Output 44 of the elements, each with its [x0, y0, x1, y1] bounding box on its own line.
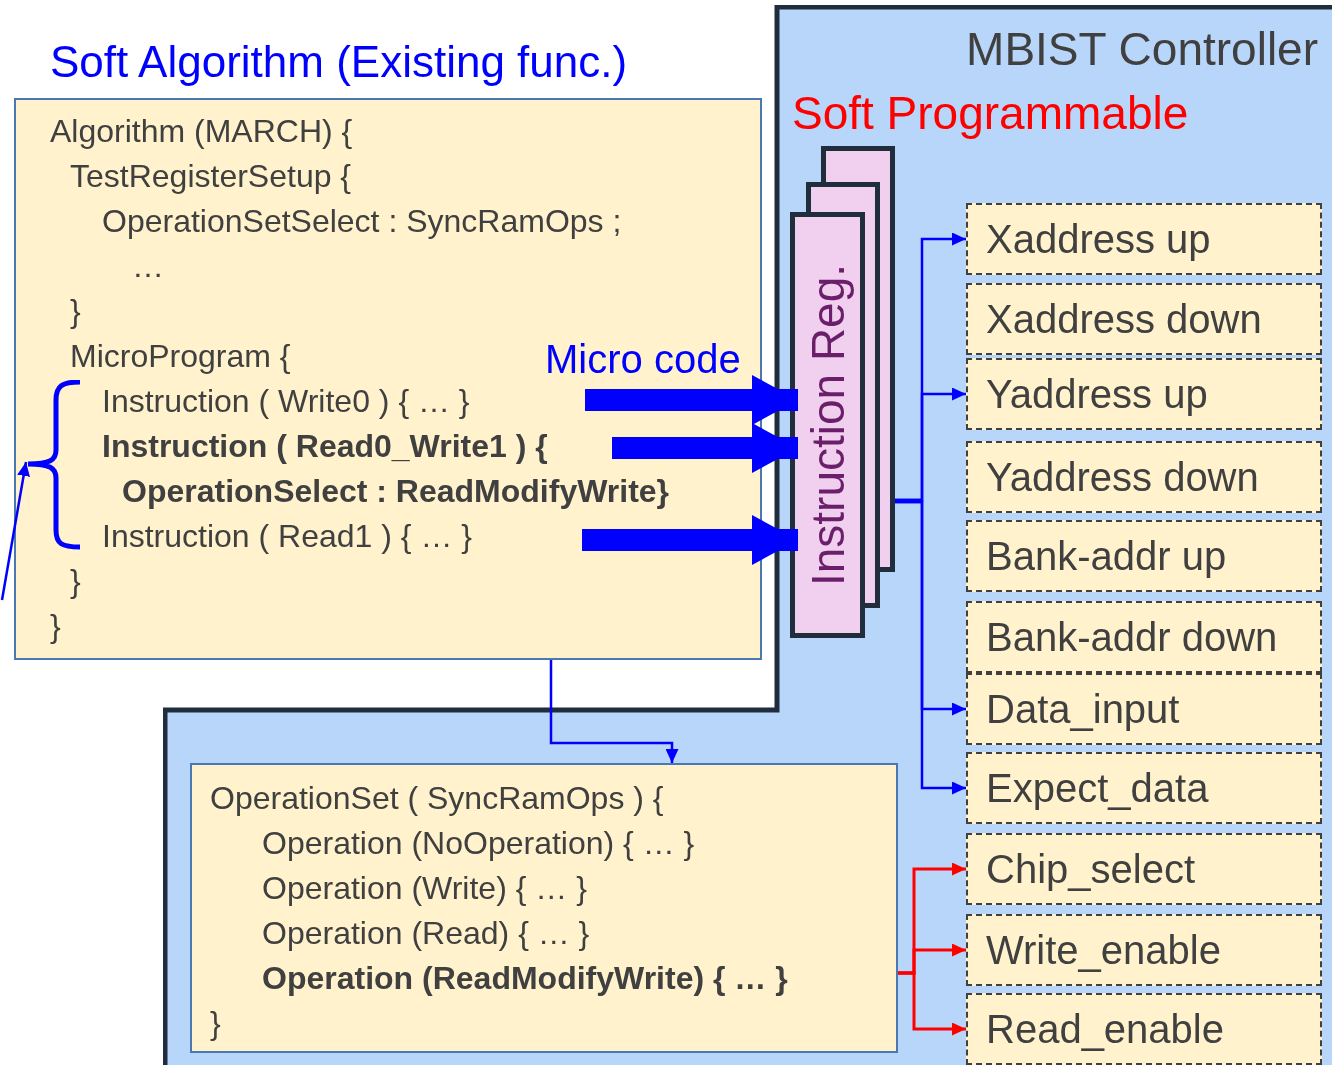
code-line: }: [70, 292, 81, 330]
arrow-caption: Micro code: [545, 336, 741, 382]
signal-box: Xaddress up: [966, 203, 1322, 275]
code-line: Operation (NoOperation) { … }: [262, 824, 695, 862]
code-line: Operation (Write) { … }: [262, 869, 587, 907]
code-line: …: [132, 247, 164, 285]
code-line: OperationSelect : ReadModifyWrite}: [122, 472, 670, 510]
arrow: [895, 500, 966, 795]
signal-box: Read_enable: [966, 993, 1322, 1065]
code-panel: [190, 763, 898, 1053]
code-line: Operation (ReadModifyWrite) { … }: [262, 959, 788, 997]
signal-box: Data_input: [966, 673, 1322, 745]
register-stack-drawing: [790, 146, 895, 638]
signal-box: Bank-addr down: [966, 601, 1322, 673]
code-line: Instruction ( Write0 ) { … }: [102, 382, 470, 420]
code-line: Instruction ( Read0_Write1 ) {: [102, 427, 548, 465]
signal-box: Yaddress down: [966, 441, 1322, 513]
arrow: [549, 660, 679, 763]
code-line: }: [50, 607, 61, 645]
arrow: [895, 387, 966, 502]
signal-box: Yaddress up: [966, 358, 1322, 430]
thick-arrow: [582, 515, 798, 565]
register-label: Instruction Reg.: [800, 263, 855, 587]
code-line: Instruction ( Read1 ) { … }: [102, 517, 472, 555]
signal-box: Xaddress down: [966, 283, 1322, 355]
thick-arrow: [585, 375, 798, 425]
code-line: }: [210, 1004, 221, 1042]
code-line: Algorithm (MARCH) {: [50, 112, 353, 150]
region-subtitle: Soft Programmable: [792, 87, 1189, 139]
panel-heading: Soft Algorithm (Existing func.): [50, 36, 628, 88]
signal-box: Chip_select: [966, 833, 1322, 905]
code-line: }: [70, 562, 81, 600]
code-line: Operation (Read) { … }: [262, 914, 590, 952]
code-line: MicroProgram {: [70, 337, 291, 375]
signal-box: Bank-addr up: [966, 520, 1322, 592]
code-line: OperationSet ( SyncRamOps ) {: [210, 779, 664, 817]
code-line: TestRegisterSetup {: [70, 157, 352, 195]
thick-arrow: [612, 423, 798, 473]
arrow: [0, 461, 30, 601]
signal-box: Expect_data: [966, 752, 1322, 824]
arrow: [898, 971, 966, 1036]
signal-box: Write_enable: [966, 914, 1322, 986]
code-line: OperationSetSelect : SyncRamOps ;: [102, 202, 622, 240]
region-title: MBIST Controller: [966, 23, 1318, 75]
